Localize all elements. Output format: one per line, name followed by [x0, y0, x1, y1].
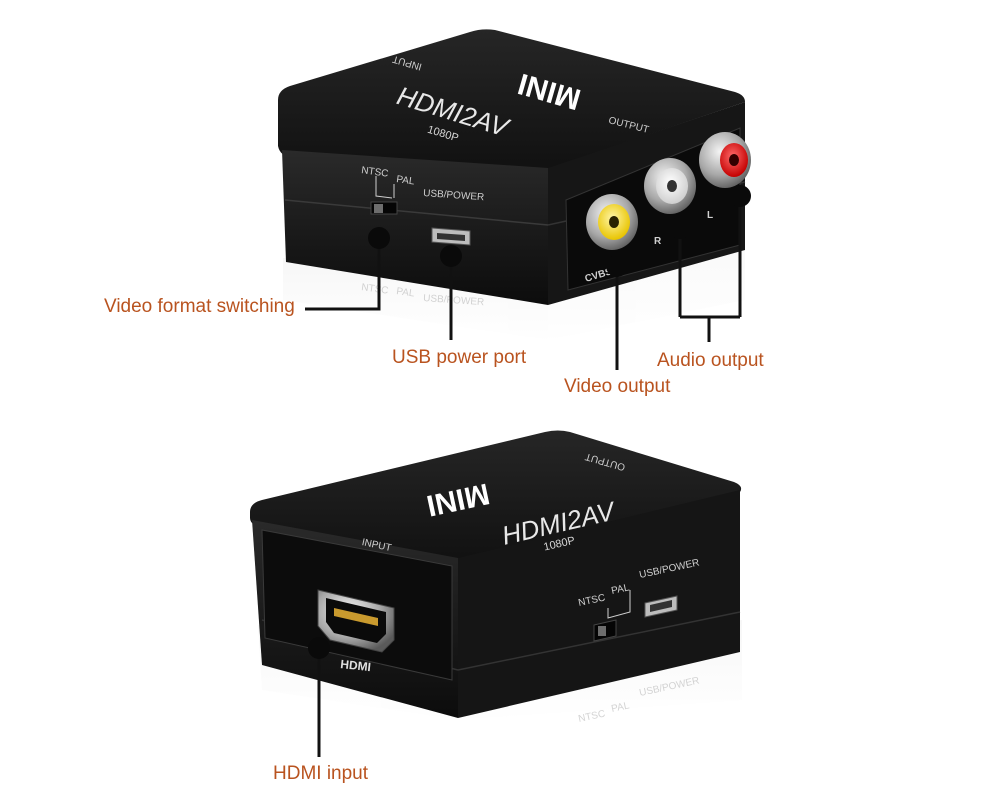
- svg-text:USB/POWER: USB/POWER: [423, 293, 485, 308]
- bottom-device-right-face: [458, 490, 740, 718]
- top-format-switch: [370, 201, 398, 215]
- top-usb-port: [431, 227, 471, 246]
- callout-hdmi-dot: [308, 637, 330, 659]
- top-pal-label: PAL: [396, 174, 416, 187]
- bottom-device-top-face: [250, 430, 742, 563]
- callout-hdmi-input-text: HDMI input: [273, 763, 369, 784]
- callout-video-format-text: Video format switching: [104, 296, 295, 317]
- top-reflection-labels: NTSC PAL USB/POWER: [361, 282, 485, 308]
- rca-port-cvbs-yellow: [586, 194, 638, 250]
- callout-audio-output-text: Audio output: [657, 350, 764, 371]
- callout-usb-power-text: USB power port: [392, 347, 527, 368]
- bottom-pal-label: PAL: [610, 582, 630, 597]
- hdmi-port: [317, 589, 395, 653]
- callout-audio-line: [678, 196, 742, 342]
- top-device-top-face: [278, 29, 745, 171]
- bottom-format-switch: [593, 619, 617, 642]
- svg-text:PAL: PAL: [396, 286, 416, 299]
- callout-video-output-dot: [606, 255, 628, 277]
- top-l-label: L: [707, 210, 713, 221]
- callout-audio-dot-left: [729, 185, 751, 207]
- callout-video-format-dot: [368, 227, 390, 249]
- callout-usb-dot: [440, 245, 462, 267]
- top-device-left-side: [282, 150, 548, 305]
- top-usb-label: USB/POWER: [423, 188, 485, 203]
- top-r-label: R: [654, 236, 662, 247]
- callout-video-format-line: [305, 238, 381, 311]
- callout-audio-dot-right: [669, 217, 691, 239]
- svg-text:NTSC: NTSC: [361, 282, 390, 297]
- bottom-hdmi-label: HDMI: [340, 657, 372, 674]
- top-ntsc-label: NTSC: [361, 165, 390, 180]
- svg-text:PAL: PAL: [610, 700, 630, 715]
- callout-video-output-text: Video output: [564, 376, 671, 397]
- rca-port-left-red: [699, 132, 751, 188]
- rca-port-right-white: [644, 158, 696, 214]
- bottom-usb-port: [644, 595, 678, 618]
